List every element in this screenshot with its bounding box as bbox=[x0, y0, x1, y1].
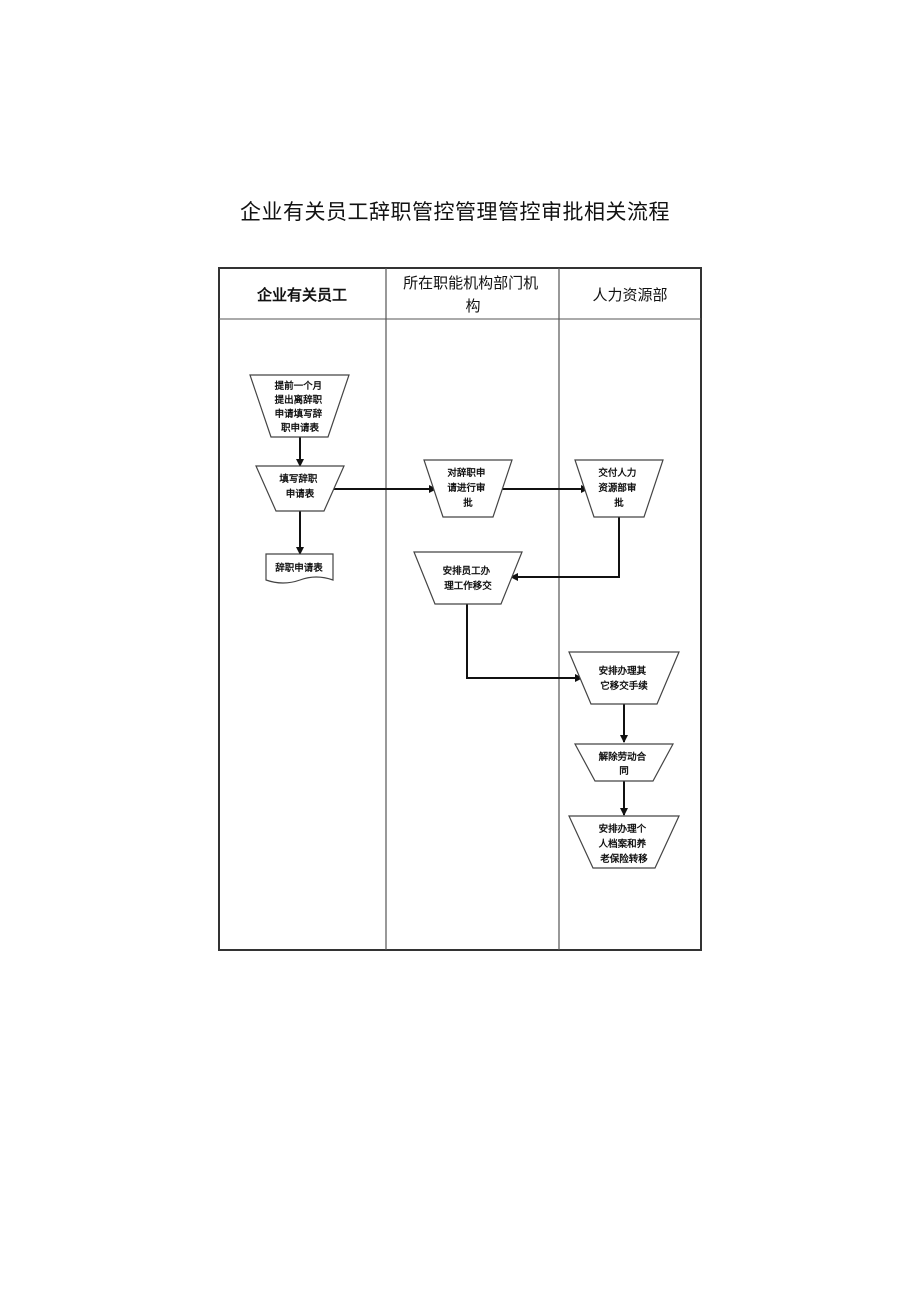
node-text-line: 提前一个月 bbox=[275, 380, 323, 392]
node-text-line: 批 bbox=[614, 497, 624, 509]
document-resignation-form-label: 辞职申请表 bbox=[275, 562, 323, 574]
step-terminate-contract-label: 解除劳动合 同 bbox=[599, 751, 650, 777]
lane-header-employee: 企业有关员工 bbox=[256, 286, 347, 304]
node-text-line: 老保险转移 bbox=[599, 853, 648, 865]
lane-frame bbox=[218, 267, 702, 951]
node-text-line: 解除劳动合 bbox=[599, 751, 647, 763]
node-text-line: 批 bbox=[463, 497, 473, 509]
node-text-line: 它移交手续 bbox=[600, 680, 648, 692]
step-transfer-records-label: 安排办理个 人档案和养 老保险转移 bbox=[599, 823, 650, 865]
step-department-approval-shape bbox=[423, 459, 513, 518]
lane-header-line: 所在职能机构部门机 bbox=[403, 274, 538, 292]
step-other-handover-label: 安排办理其 它移交手续 bbox=[599, 665, 650, 692]
node-text-line: 人档案和养 bbox=[599, 838, 647, 850]
step-hr-approval-shape bbox=[574, 459, 664, 518]
lane-header-line: 构 bbox=[465, 297, 480, 315]
step-submit-resignation-label: 提前一个月 提出离辞职 申请填写辞 职申请表 bbox=[275, 380, 326, 434]
node-text-line: 安排员工办 bbox=[443, 565, 491, 577]
step-submit-resignation-shape bbox=[249, 374, 350, 438]
node-text-line: 辞职申请表 bbox=[275, 562, 323, 574]
node-text-line: 交付人力 bbox=[598, 467, 636, 479]
node-text-line: 理工作移交 bbox=[444, 580, 492, 592]
step-arrange-handover-shape bbox=[413, 551, 523, 605]
lane-header-line: 企业有关员工 bbox=[256, 286, 347, 304]
node-text-line: 请进行审 bbox=[447, 482, 485, 494]
document-resignation-form-shape bbox=[265, 553, 334, 584]
node-text-line: 申请表 bbox=[286, 488, 315, 500]
node-text-line: 提出离辞职 bbox=[275, 394, 323, 406]
connector-n5-n6 bbox=[510, 517, 620, 581]
connector-n6-n7 bbox=[466, 604, 583, 682]
step-arrange-handover-label: 安排员工办 理工作移交 bbox=[443, 565, 494, 592]
node-text-line: 同 bbox=[619, 766, 629, 777]
node-text-line: 填写辞职 bbox=[279, 473, 318, 485]
step-fill-form-label: 填写辞职 申请表 bbox=[279, 473, 320, 500]
step-fill-form-shape bbox=[255, 465, 345, 512]
step-department-approval-label: 对辞职申 请进行审 批 bbox=[447, 467, 488, 509]
node-text-line: 安排办理个 bbox=[599, 823, 647, 835]
lane-header-line: 人力资源部 bbox=[592, 286, 667, 304]
lane-header-department: 所在职能机构部门机 构 bbox=[403, 274, 543, 315]
step-terminate-contract-shape bbox=[573, 743, 675, 782]
node-text-line: 资源部审 bbox=[598, 482, 636, 494]
node-text-line: 申请填写辞 bbox=[275, 408, 323, 420]
node-text-line: 安排办理其 bbox=[599, 665, 647, 677]
node-text-line: 对辞职申 bbox=[447, 467, 485, 479]
node-text-line: 职申请表 bbox=[281, 422, 320, 434]
step-other-handover-shape bbox=[568, 651, 680, 705]
page-title: 企业有关员工辞职管控管理管控审批相关流程 bbox=[240, 200, 670, 224]
step-hr-approval-label: 交付人力 资源部审 批 bbox=[598, 467, 639, 509]
lane-header-hr: 人力资源部 bbox=[592, 286, 667, 304]
step-transfer-records-shape bbox=[568, 815, 680, 869]
